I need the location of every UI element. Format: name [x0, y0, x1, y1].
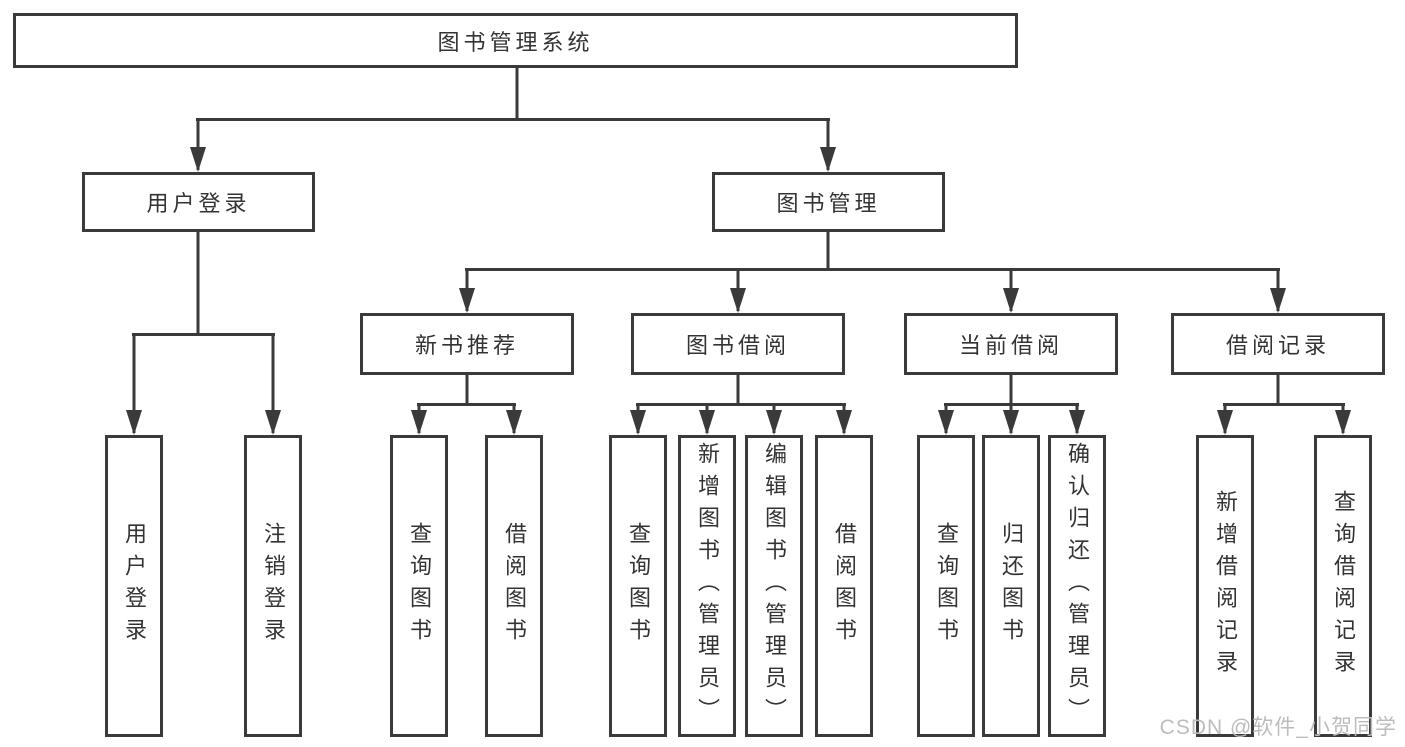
connector-userlogin-to-leaves	[126, 232, 281, 435]
leaf-query-books-1: 查询图书	[390, 435, 448, 737]
arrow-down-icon	[699, 410, 715, 435]
node-label: 用户登录	[122, 522, 147, 650]
node-current-borrowing: 当前借阅	[904, 313, 1118, 375]
connector-bookmgmt-to-level3	[459, 232, 1286, 313]
node-book-management-system: 图书管理系统	[13, 13, 1018, 68]
connector-borrowing-to-leaves	[630, 375, 852, 435]
leaf-logout: 注销登录	[244, 435, 302, 737]
node-label: 借阅图书	[832, 522, 857, 650]
node-label: 编辑图书（管理员）	[762, 442, 787, 730]
node-label: 确认归还（管理员）	[1065, 442, 1090, 730]
arrow-down-icon	[265, 410, 281, 435]
leaf-borrow-books-1: 借阅图书	[485, 435, 543, 737]
arrow-down-icon	[1003, 410, 1019, 435]
node-label: 图书管理	[776, 191, 881, 216]
leaf-return-books: 归还图书	[982, 435, 1040, 737]
arrow-down-icon	[1335, 410, 1351, 435]
arrow-down-icon	[766, 410, 782, 435]
arrow-down-icon	[820, 147, 836, 172]
csdn-watermark: CSDN @软件_小贺同学	[1159, 716, 1397, 739]
node-label: 查询图书	[407, 522, 432, 650]
arrow-down-icon	[730, 288, 746, 313]
arrow-down-icon	[126, 410, 142, 435]
node-label: 归还图书	[999, 522, 1024, 650]
arrow-down-icon	[938, 410, 954, 435]
leaf-query-books-2: 查询图书	[609, 435, 667, 737]
node-label: 借阅记录	[1225, 333, 1330, 358]
arrow-down-icon	[411, 410, 427, 435]
leaf-borrow-books-2: 借阅图书	[815, 435, 873, 737]
connector-root-to-level2	[190, 68, 836, 172]
connector-current-to-leaves	[938, 375, 1085, 435]
node-label: 新增借阅记录	[1213, 490, 1238, 682]
node-label: 新书推荐	[414, 333, 519, 358]
node-label: 用户登录	[146, 191, 251, 216]
arrow-down-icon	[630, 410, 646, 435]
arrow-down-icon	[506, 410, 522, 435]
arrow-down-icon	[190, 147, 206, 172]
leaf-query-borrow-record: 查询借阅记录	[1314, 435, 1372, 737]
arrow-down-icon	[1270, 288, 1286, 313]
leaf-edit-books-admin: 编辑图书（管理员）	[745, 435, 803, 737]
node-label: 图书管理系统	[437, 29, 594, 55]
leaf-user-login: 用户登录	[105, 435, 163, 737]
node-label: 查询图书	[626, 522, 651, 650]
arrow-down-icon	[836, 410, 852, 435]
leaf-confirm-return-admin: 确认归还（管理员）	[1048, 435, 1106, 737]
node-label: 当前借阅	[958, 333, 1063, 358]
node-label: 新增图书（管理员）	[695, 442, 720, 730]
arrow-down-icon	[1003, 288, 1019, 313]
connector-newbooks-to-leaves	[411, 375, 522, 435]
node-label: 借阅图书	[502, 522, 527, 650]
leaf-query-books-3: 查询图书	[917, 435, 975, 737]
node-label: 查询借阅记录	[1331, 490, 1356, 682]
node-book-management: 图书管理	[712, 172, 945, 232]
leaf-add-borrow-record: 新增借阅记录	[1196, 435, 1254, 737]
arrow-down-icon	[1217, 410, 1233, 435]
arrow-down-icon	[1069, 410, 1085, 435]
node-book-borrowing: 图书借阅	[631, 313, 845, 375]
node-label: 查询图书	[934, 522, 959, 650]
connector-records-to-leaves	[1217, 375, 1351, 435]
node-borrowing-records: 借阅记录	[1171, 313, 1385, 375]
node-label: 注销登录	[261, 522, 286, 650]
node-user-login: 用户登录	[82, 172, 315, 232]
arrow-down-icon	[459, 288, 475, 313]
node-new-book-recommend: 新书推荐	[360, 313, 574, 375]
node-label: 图书借阅	[685, 333, 790, 358]
leaf-add-books-admin: 新增图书（管理员）	[678, 435, 736, 737]
